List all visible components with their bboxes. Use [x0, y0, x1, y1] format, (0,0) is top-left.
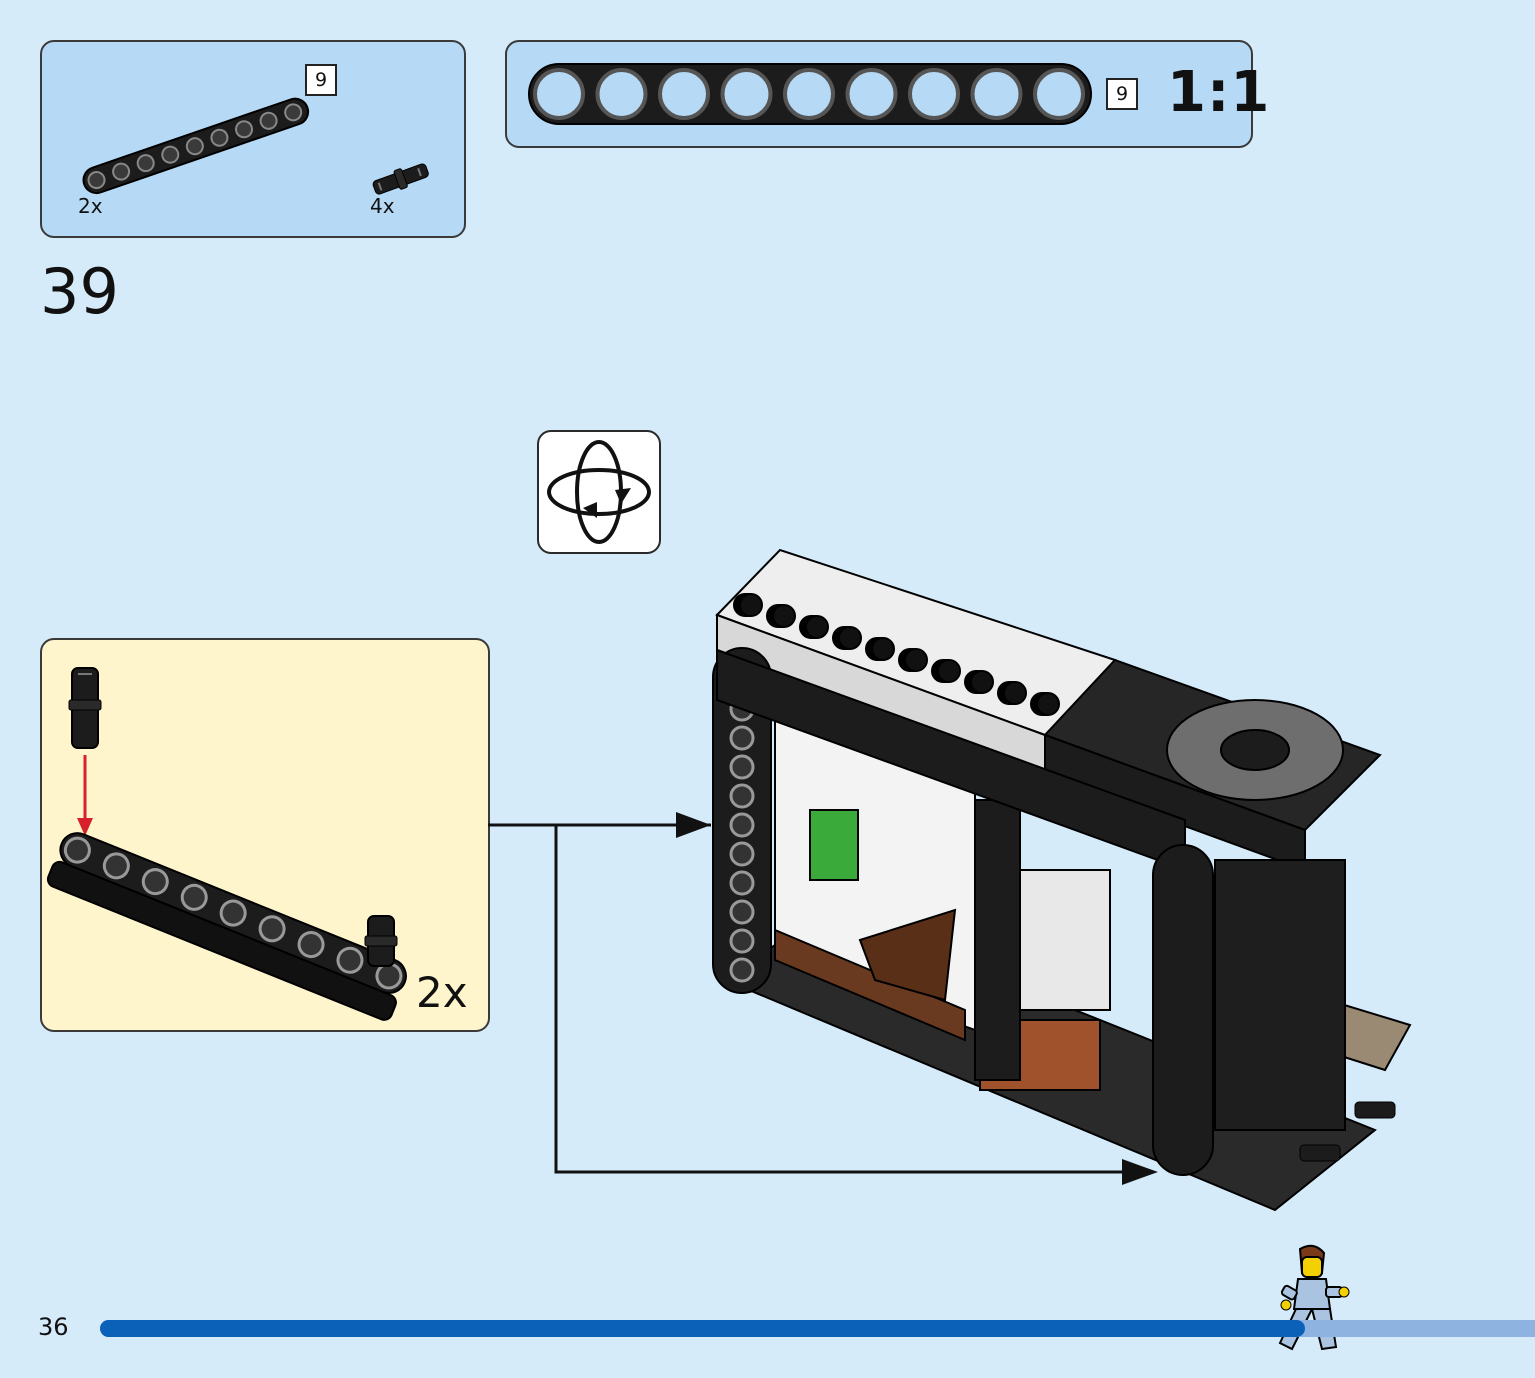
- parts-callout: 9 2x 4x: [40, 40, 466, 238]
- rotate-model-icon: [537, 430, 661, 554]
- scale-beam-hole: [533, 68, 585, 120]
- subassembly-callout: 2x: [40, 638, 490, 1032]
- technic-beam-9-image: [82, 97, 429, 195]
- scale-beam-hole: [845, 68, 898, 120]
- beam-quantity: 2x: [78, 194, 103, 218]
- minifigure-image: [1278, 1244, 1350, 1351]
- arrow-head-lower: [1122, 1159, 1158, 1185]
- scale-beam-hole: [970, 68, 1023, 120]
- arrow-head-upper: [676, 812, 711, 838]
- scale-beam-hole: [783, 68, 835, 120]
- scale-beam-hole: [658, 68, 710, 120]
- scale-beam-hole: [595, 68, 648, 120]
- subassembly-multiplier: 2x: [416, 968, 468, 1017]
- beam-with-pins-image: [46, 667, 407, 1021]
- scale-reference: 9 1:1: [505, 40, 1269, 148]
- model-illustration: [712, 548, 1412, 1212]
- technic-pin-inserted: [364, 915, 398, 967]
- scale-beam-hole: [908, 68, 960, 120]
- scale-beam-image: [528, 63, 1092, 125]
- pin-quantity: 4x: [370, 194, 395, 218]
- scale-beam-hole: [1033, 68, 1085, 120]
- page-progress-fill: [100, 1320, 1306, 1337]
- step-number: 39: [40, 255, 119, 328]
- scale-label: 1:1: [1167, 60, 1271, 125]
- scale-beam-hole: [720, 68, 773, 120]
- scale-length-tag: 9: [1106, 78, 1138, 110]
- beam-length-tag: 9: [305, 64, 337, 96]
- page-number: 36: [38, 1313, 69, 1341]
- placement-arrows: [488, 812, 1158, 1185]
- technic-pin-above: [68, 667, 102, 749]
- computer-screen: [809, 809, 859, 881]
- technic-pin-image: [372, 163, 429, 195]
